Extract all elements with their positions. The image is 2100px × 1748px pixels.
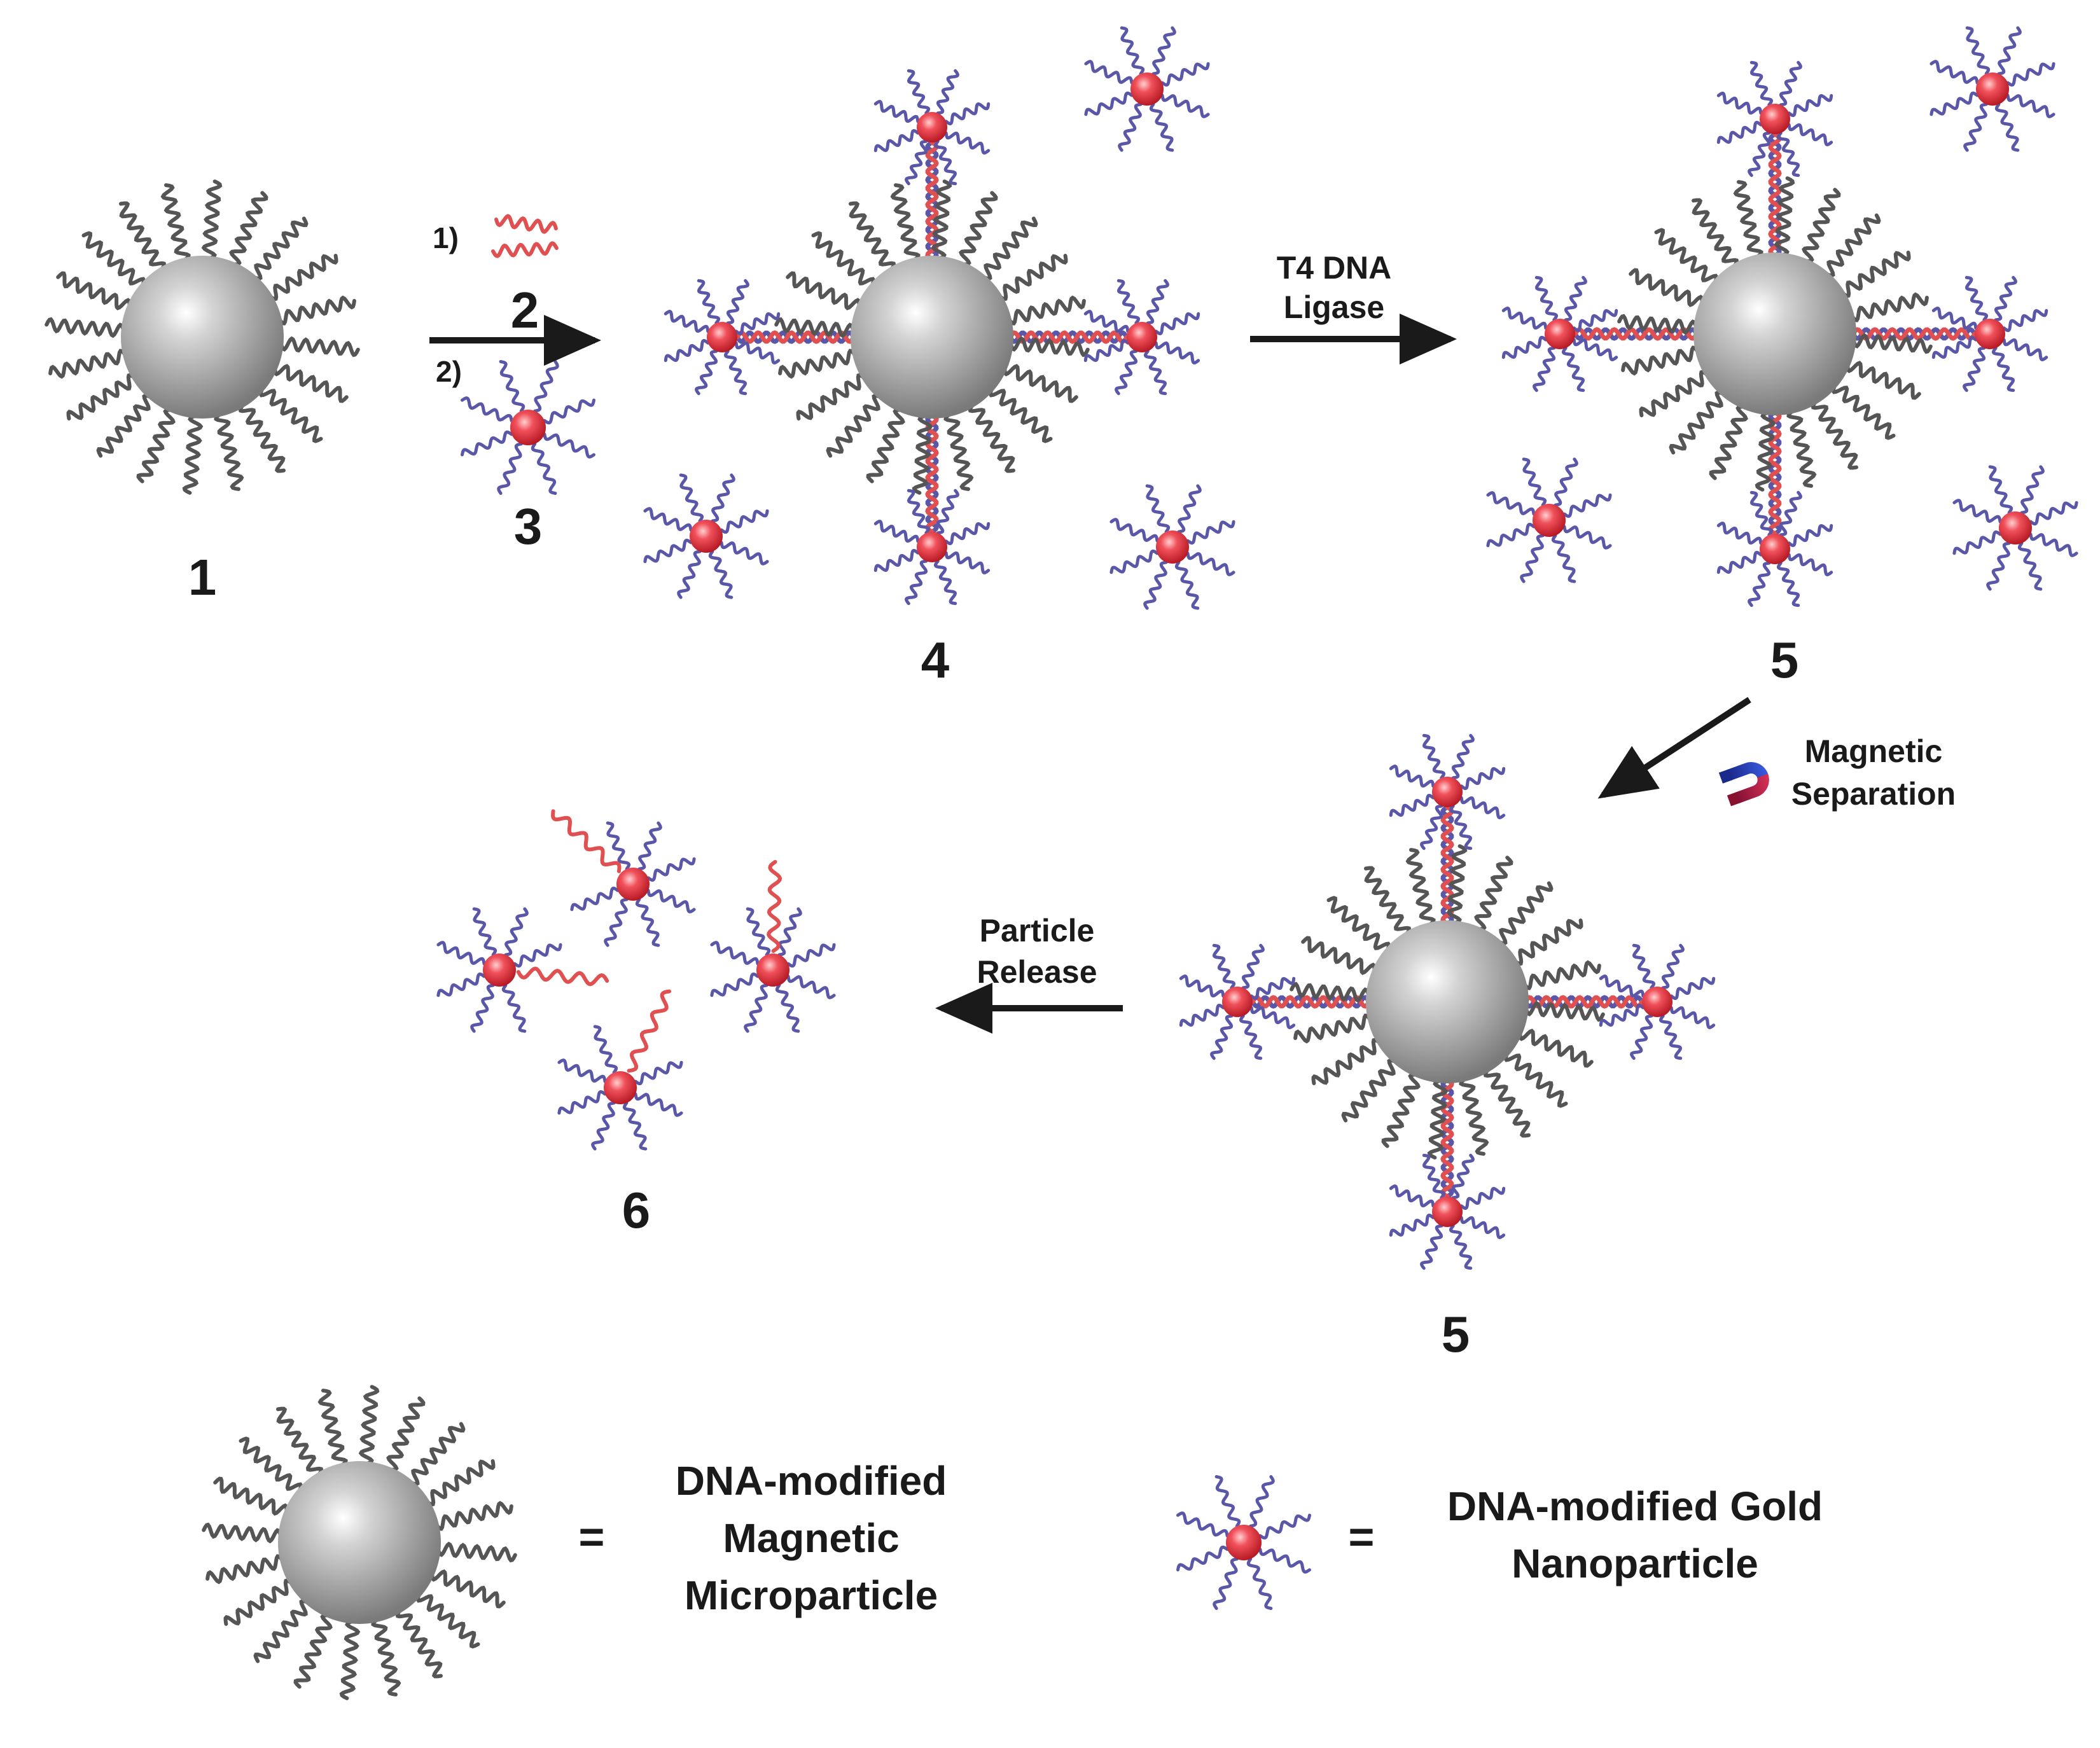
arrow-magnetic-separation <box>1597 697 1751 799</box>
compound-5-top-complex-gold-np-2 <box>1716 490 1833 607</box>
compound-6-gold-np-3 <box>710 907 836 1033</box>
compound-1-microparticle <box>45 179 360 495</box>
ligase-label-line2: Ligase <box>1284 289 1384 325</box>
compound-5-bottom-complex-gold-np-1 <box>1599 943 1716 1060</box>
particles-layer <box>45 26 2078 1700</box>
compound-4-free-gold-np-1 <box>1084 26 1210 152</box>
legend-micro-line1: DNA-modified <box>676 1458 947 1504</box>
compound-labels: 1 2 3 4 5 5 6 <box>188 282 1799 1363</box>
compound-5-bottom-complex-gold-np-2 <box>1389 1153 1506 1270</box>
step-1-label: 1) <box>433 221 459 254</box>
compound-4-complex-gold-np-0 <box>873 69 991 186</box>
compound-label-5-bottom: 5 <box>1442 1306 1470 1363</box>
compound-6-gold-np-3-linker <box>767 860 782 953</box>
compound-4-complex-microparticle <box>774 179 1090 495</box>
compound-label-4: 4 <box>921 632 950 688</box>
compound-4-complex-gold-np-2 <box>873 489 991 606</box>
compound-5-top-complex-gold-np-3 <box>1501 275 1618 392</box>
gold-nanoparticle-icon <box>1176 1475 1311 1610</box>
compound-6-gold-np-4-linker <box>627 989 672 1073</box>
compound-label-6: 6 <box>622 1182 651 1238</box>
legend-gold-line2: Nanoparticle <box>1512 1541 1758 1586</box>
compound-5-top-complex-microparticle <box>1617 176 1933 492</box>
compound-5-free-gold-np-1 <box>1930 26 2055 152</box>
magnetic-label-line1: Magnetic <box>1805 733 1943 769</box>
compound-5-bottom-complex-gold-np-3 <box>1179 943 1296 1060</box>
compound-label-2: 2 <box>511 282 539 338</box>
compound-2-linker-strand-b <box>491 241 559 258</box>
compound-5-bottom-complex-microparticle <box>1290 844 1605 1160</box>
release-label-line1: Particle <box>980 913 1095 948</box>
legend-gold-line1: DNA-modified Gold <box>1447 1483 1823 1529</box>
magnetic-label-line2: Separation <box>1791 776 1956 812</box>
compound-4-free-gold-np-2 <box>643 473 769 599</box>
compound-label-3: 3 <box>514 498 543 555</box>
legend-equals-micro: = <box>579 1512 605 1562</box>
compound-label-1: 1 <box>188 549 217 606</box>
compound-label-5-top: 5 <box>1770 632 1799 688</box>
compound-4-complex-gold-np-1 <box>1083 279 1200 396</box>
magnetic-microparticle-icon <box>202 1385 517 1700</box>
compound-6-gold-np-2 <box>436 907 562 1033</box>
ligase-label-line1: T4 DNA <box>1277 250 1392 286</box>
compound-6-gold-np-1 <box>570 821 696 947</box>
magnet-icon <box>1718 762 1769 807</box>
release-label-line2: Release <box>977 954 1097 990</box>
legend-micro-line3: Microparticle <box>685 1572 938 1618</box>
step-2-label: 2) <box>436 355 462 388</box>
compound-6-gold-np-4 <box>557 1025 683 1151</box>
compound-5-free-gold-np-2 <box>1486 457 1612 583</box>
compound-5-bottom-complex-gold-np-0 <box>1389 733 1506 850</box>
compound-4-complex <box>664 69 1200 606</box>
compound-5-top-complex-gold-np-0 <box>1716 60 1833 177</box>
compound-5-top-complex-gold-np-1 <box>1931 275 2048 392</box>
legend-micro-line2: Magnetic <box>723 1515 899 1561</box>
compound-5-top-complex <box>1501 60 2048 607</box>
compound-6-gold-np-1-linker <box>551 809 622 873</box>
compound-5-bottom-complex <box>1179 733 1716 1270</box>
legend-equals-gold: = <box>1349 1512 1375 1562</box>
compound-2-linker-strand <box>494 214 558 234</box>
compound-5-free-gold-np-3 <box>1952 465 2078 591</box>
compound-4-complex-gold-np-3 <box>664 279 781 396</box>
legend: = DNA-modified Magnetic Microparticle = … <box>579 1458 1823 1618</box>
reaction-arrows <box>429 314 1751 1034</box>
compound-3-gold-nanoparticle <box>461 360 595 495</box>
step-labels: 1) 2) T4 DNA Ligase Magnetic Separation … <box>433 221 1956 990</box>
compound-6-gold-np-2-linker <box>516 966 609 987</box>
compound-4-free-gold-np-3 <box>1109 484 1235 610</box>
